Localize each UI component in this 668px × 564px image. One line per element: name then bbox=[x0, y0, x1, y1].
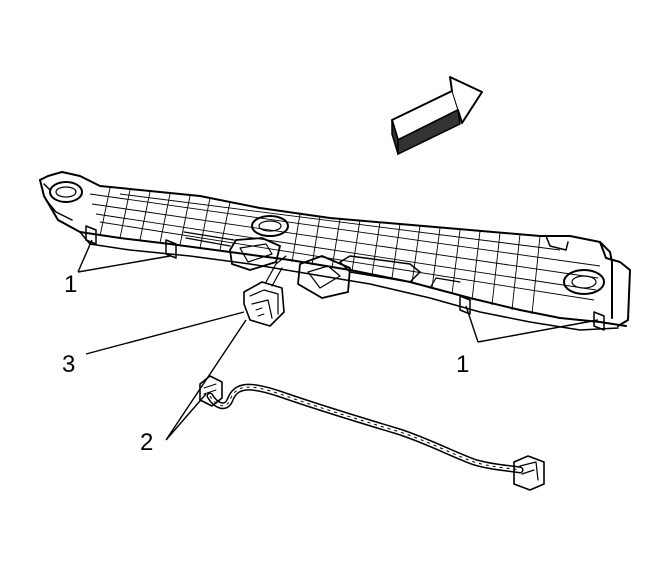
wiring-harness bbox=[199, 375, 545, 491]
callout-right-clips: 1 bbox=[456, 351, 469, 378]
clip-left-2 bbox=[165, 239, 177, 259]
electrical-connector bbox=[243, 255, 287, 327]
callout-connector: 3 bbox=[62, 351, 75, 378]
callout-left-clips: 1 bbox=[64, 271, 77, 298]
direction-arrow bbox=[391, 76, 483, 156]
panel-assembly bbox=[39, 171, 631, 331]
leader-lines bbox=[77, 239, 599, 441]
callout-harness: 2 bbox=[140, 429, 153, 456]
clip-right-1 bbox=[459, 295, 471, 315]
clip-left-1 bbox=[85, 225, 97, 245]
